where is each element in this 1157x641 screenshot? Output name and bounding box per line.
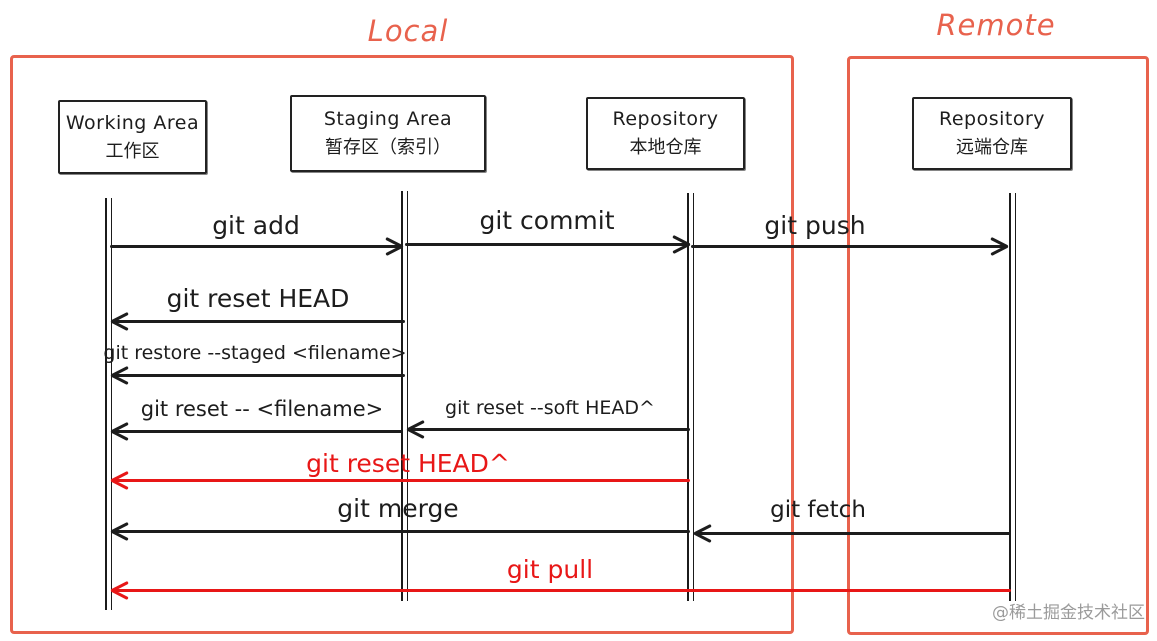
arrow-git-reset-head-caret xyxy=(112,479,690,482)
label-git-reset-soft: git reset --soft HEAD^ xyxy=(445,397,655,419)
arrow-git-commit xyxy=(405,243,689,246)
arrow-git-push xyxy=(691,245,1007,248)
label-git-pull: git pull xyxy=(506,555,594,584)
remote-repository-lifeline xyxy=(1009,193,1016,601)
local-repository-lifeline xyxy=(687,193,694,601)
arrow-shaft xyxy=(405,243,689,246)
arrow-shaft xyxy=(112,320,405,323)
arrow-shaft xyxy=(112,430,403,433)
arrow-git-reset-soft xyxy=(408,428,690,431)
label-git-add: git add xyxy=(212,211,300,240)
arrow-git-merge xyxy=(112,530,690,533)
remote-repository-label-en: Repository xyxy=(938,108,1046,130)
arrow-shaft xyxy=(695,532,1011,535)
arrow-shaft xyxy=(110,245,402,248)
remote-region-title: Remote xyxy=(936,8,1056,42)
label-git-fetch: git fetch xyxy=(770,497,866,523)
local-region-title: Local xyxy=(367,14,449,48)
working-area-box: Working Area 工作区 xyxy=(58,100,207,174)
remote-frame xyxy=(847,56,1149,635)
label-git-reset-head-caret: git reset HEAD^ xyxy=(306,449,510,478)
arrow-git-restore-staged xyxy=(112,374,405,377)
working-area-label-en: Working Area xyxy=(65,111,200,134)
arrow-shaft xyxy=(112,479,690,482)
local-frame xyxy=(10,55,794,634)
arrow-git-pull xyxy=(112,589,1011,592)
staging-area-label-zh: 暂存区（索引） xyxy=(325,137,451,158)
label-git-commit: git commit xyxy=(479,206,615,235)
arrow-shaft xyxy=(112,374,405,377)
staging-area-label-en: Staging Area xyxy=(323,108,453,130)
label-git-restore-staged: git restore --staged <filename> xyxy=(103,342,407,364)
local-repository-label-en: Repository xyxy=(612,108,719,130)
staging-area-box: Staging Area 暂存区（索引） xyxy=(290,95,486,172)
remote-repository-label-zh: 远端仓库 xyxy=(956,137,1028,158)
working-area-lifeline xyxy=(105,198,112,610)
arrow-shaft xyxy=(408,428,690,431)
label-git-merge: git merge xyxy=(337,494,459,523)
arrow-shaft xyxy=(112,589,1011,592)
staging-area-lifeline xyxy=(401,191,408,601)
label-git-push: git push xyxy=(764,211,866,240)
label-git-reset-head: git reset HEAD xyxy=(166,284,350,313)
label-git-reset-filename: git reset -- <filename> xyxy=(140,397,384,421)
arrow-git-reset-head xyxy=(112,320,405,323)
working-area-label-zh: 工作区 xyxy=(105,140,160,162)
local-repository-box: Repository 本地仓库 xyxy=(586,97,745,170)
arrow-shaft xyxy=(691,245,1007,248)
arrow-git-fetch xyxy=(695,532,1011,535)
local-repository-label-zh: 本地仓库 xyxy=(629,137,702,158)
watermark: @稀土掘金技术社区 xyxy=(992,603,1145,623)
arrow-git-reset-filename xyxy=(112,430,403,433)
arrow-shaft xyxy=(112,530,690,533)
arrow-git-add xyxy=(110,245,402,248)
remote-repository-box: Repository 远端仓库 xyxy=(912,97,1072,170)
